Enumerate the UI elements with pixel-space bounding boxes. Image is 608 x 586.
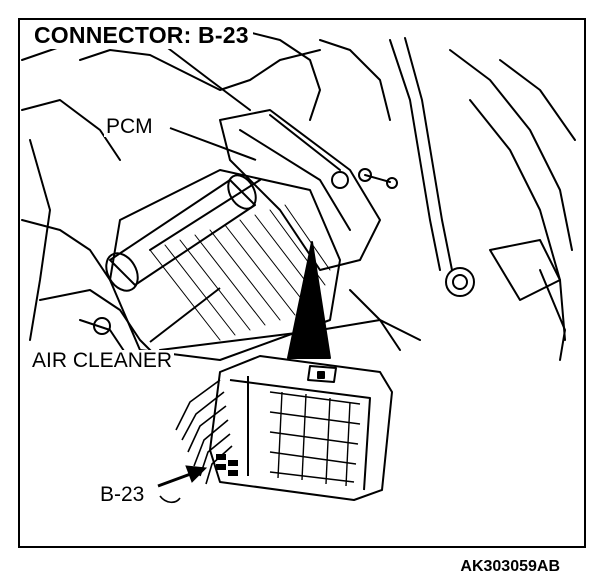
diagram-frame: CONNECTOR: B-23 PCM AIR CLEANER B-23	[18, 18, 586, 548]
reference-code: AK303059AB	[460, 558, 560, 575]
air-cleaner-leader-line	[149, 287, 221, 343]
air-cleaner-label: AIR CLEANER	[30, 349, 175, 372]
engine-bay-illustration	[21, 29, 576, 504]
connector-detail	[175, 355, 393, 501]
callout-wedge	[287, 241, 331, 359]
pcm-label: PCM	[104, 115, 155, 138]
pcm-leader-line	[169, 127, 257, 161]
pcm-housing	[219, 109, 381, 271]
connector-label: B-23	[98, 483, 147, 506]
page-title: CONNECTOR: B-23	[30, 22, 253, 49]
fender-line	[21, 39, 251, 111]
air-cleaner-body	[109, 169, 341, 361]
b23-arrow	[157, 465, 208, 504]
